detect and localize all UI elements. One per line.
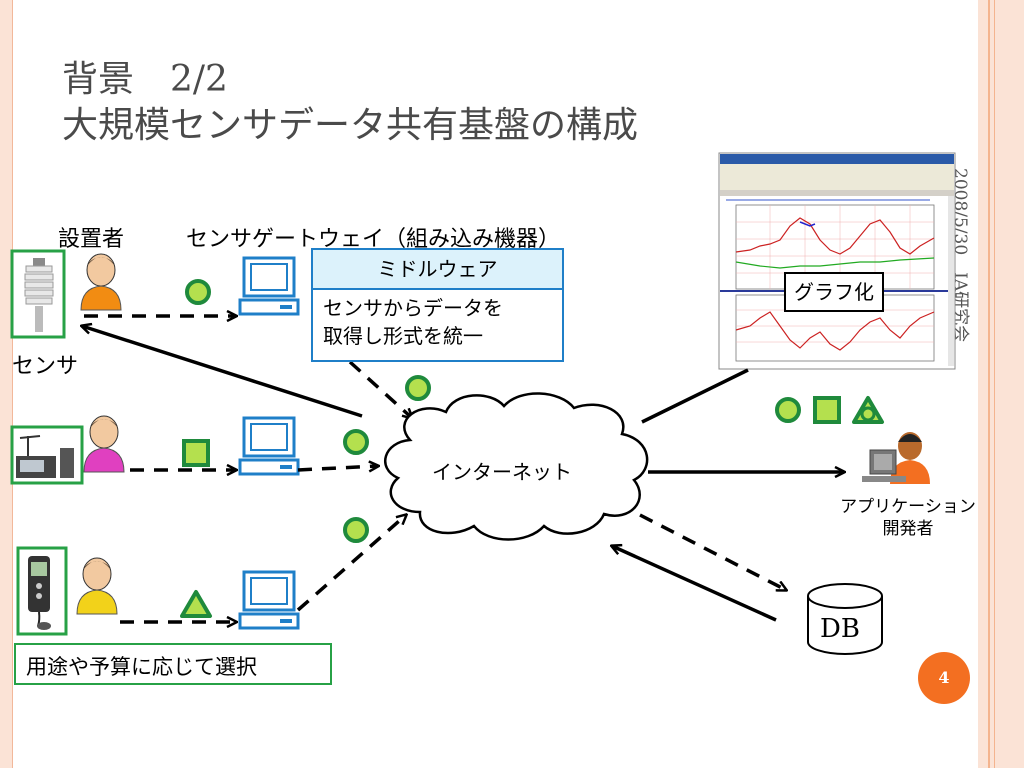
- person-icon: [80, 253, 122, 311]
- person-icon: [76, 557, 118, 615]
- slide-title-line2: 大規模センサデータ共有基盤の構成: [62, 105, 639, 146]
- weather-sensor-icon: [24, 258, 54, 332]
- handheld-meter-icon: [28, 556, 51, 630]
- installer-label: 設置者: [58, 227, 125, 252]
- graph-label: グラフ化: [784, 272, 884, 312]
- person-icon: [83, 415, 125, 473]
- middleware-desc-line1: センサからデータを: [323, 296, 503, 320]
- right-border: [978, 0, 1024, 768]
- computer-icon: [238, 416, 300, 476]
- weather-station-icon: [16, 435, 74, 478]
- gateway-label: センサゲートウェイ（組み込み機器）: [186, 227, 561, 252]
- database-icon: [807, 583, 883, 655]
- data-symbols: [180, 279, 884, 618]
- cloud-icon: [384, 392, 649, 541]
- developer-icon: [862, 432, 930, 484]
- solid-arrows: [82, 326, 844, 622]
- left-border: [0, 0, 13, 768]
- db-label: DB: [820, 614, 860, 644]
- page-number: 4: [918, 652, 970, 704]
- middleware-box: ミドルウェア センサからデータを 取得し形式を統一: [311, 248, 564, 362]
- computer-icon: [238, 570, 300, 630]
- data-flow-arrows: [84, 316, 786, 622]
- slide-title-line1: 背景 2/2: [62, 59, 228, 100]
- middleware-desc-line2: 取得し形式を統一: [323, 324, 483, 348]
- browser-screenshot: [718, 152, 956, 370]
- internet-label: インターネット: [432, 460, 572, 484]
- choose-label: 用途や予算に応じて選択: [26, 655, 257, 679]
- choose-box: 用途や予算に応じて選択: [14, 643, 332, 685]
- sensor-label: センサ: [12, 354, 79, 379]
- middleware-title: ミドルウェア: [313, 250, 562, 290]
- developer-label: アプリケーション 開発者: [840, 497, 976, 539]
- computer-icon: [238, 256, 300, 316]
